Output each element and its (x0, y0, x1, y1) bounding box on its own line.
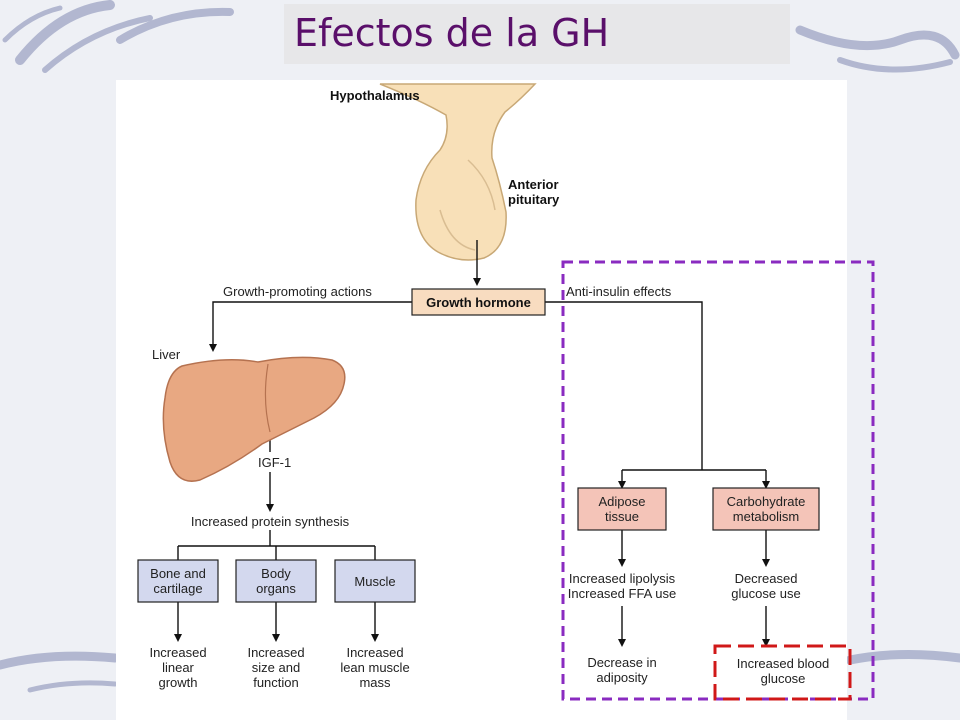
swirl-stroke (795, 25, 960, 60)
organs-box-label: Body organs (256, 566, 296, 596)
adipose-box (577, 487, 667, 531)
blood-glucose-highlight (713, 644, 852, 701)
liver-lobe-line (264, 363, 271, 433)
swirl-stroke (116, 7, 234, 44)
carbohydrate-result-label: Increased blood glucose (736, 656, 830, 686)
adipose-result-label: Decrease in adiposity (587, 655, 657, 685)
swirl-stroke (42, 15, 153, 73)
swirl-stroke (15, 0, 115, 65)
swirl-stroke (27, 680, 118, 693)
swirl-stroke (0, 651, 120, 670)
bone-effect-label: Increased linear growth (149, 645, 207, 690)
swirl-stroke (845, 649, 960, 665)
carbohydrate-box (712, 487, 820, 531)
carbohydrate-box-label: Carbohydrate metabolism (726, 494, 806, 524)
anterior-pituitary-label: Anterior pituitary (508, 177, 560, 207)
anti-insulin-label: Anti-insulin effects (566, 284, 672, 299)
growth-hormone-box (411, 288, 546, 316)
bone-box-label: Bone and cartilage (150, 566, 206, 596)
muscle-effect-label: Increased lean muscle mass (340, 645, 410, 690)
pituitary-illustration (379, 83, 537, 261)
carbohydrate-effect-label: Decreased glucose use (731, 571, 801, 601)
bone-box (137, 559, 219, 603)
organs-effect-label: Increased size and function (247, 645, 305, 690)
growth-hormone-label: Growth hormone (426, 295, 531, 310)
protein-synthesis-label: Increased protein synthesis (190, 514, 350, 529)
adipose-box-label: Adipose tissue (598, 494, 646, 524)
arrow-to-liver (209, 301, 412, 352)
connector-anti-insulin (545, 301, 703, 470)
adipose-effect-label: Increased lipolysis Increased FFA use (567, 571, 677, 601)
muscle-box (334, 559, 416, 603)
hypothalamus-label: Hypothalamus (330, 88, 420, 103)
anti-insulin-highlight (561, 260, 875, 701)
swirl-stroke (2, 5, 63, 43)
muscle-box-label: Muscle (354, 574, 396, 589)
swirl-stroke (837, 57, 953, 73)
igf1-label: IGF-1 (258, 455, 292, 470)
slide-title: Efectos de la GH (294, 11, 610, 55)
liver-label: Liver (152, 347, 181, 362)
organs-box (235, 559, 317, 603)
growth-promoting-label: Growth-promoting actions (223, 284, 372, 299)
liver-illustration (162, 356, 346, 482)
title-box (284, 4, 790, 64)
